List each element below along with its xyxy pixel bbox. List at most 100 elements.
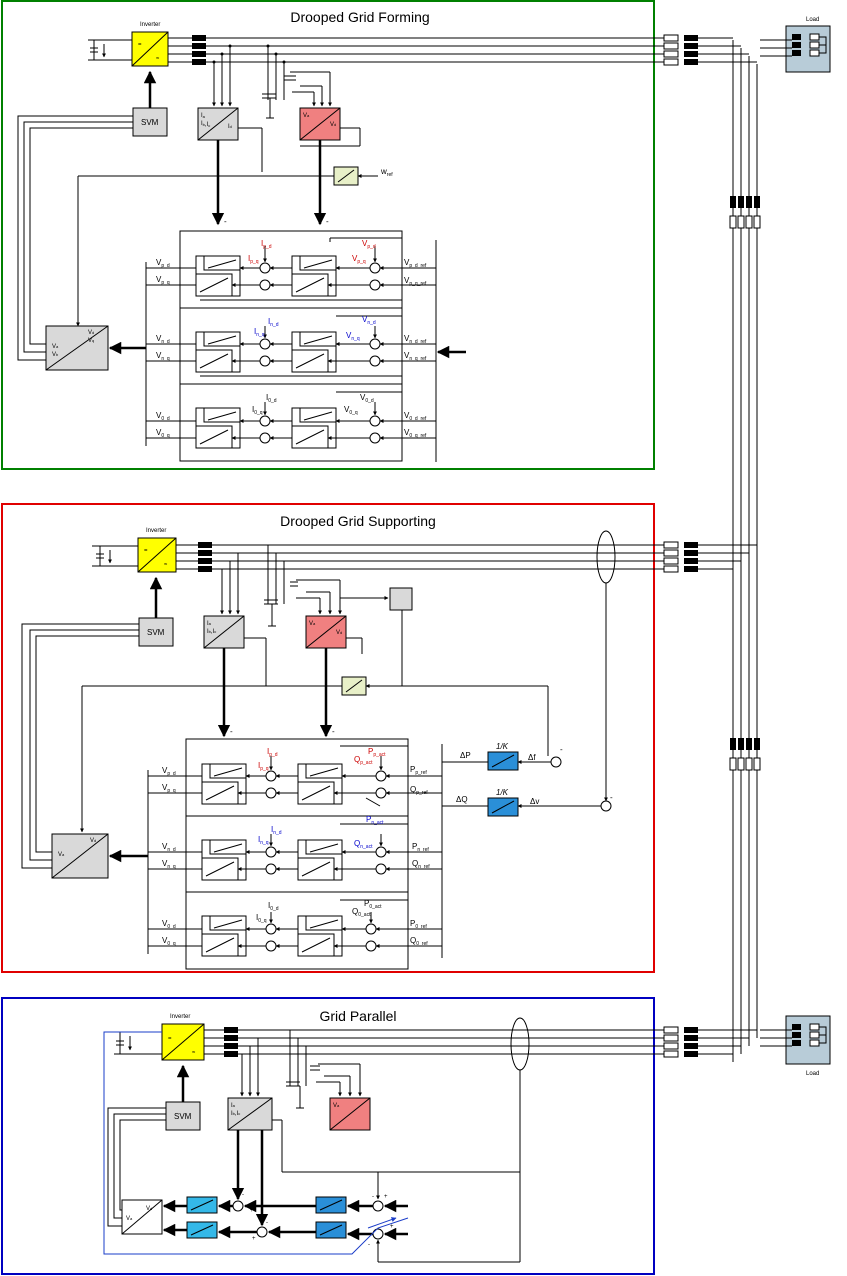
dc-capacitor-parallel [114,1031,162,1055]
svg-text:wref: wref [380,167,393,178]
negative-seq-supporting [148,823,442,881]
svg-text:V0_d: V0_d [360,393,374,404]
svg-text:Vb: Vb [52,352,59,358]
svg-text:Vp_q: Vp_q [156,275,170,286]
svg-text:Vp_d: Vp_d [156,258,170,269]
svg-text:Ia: Ia [231,1103,236,1109]
svg-text:Vd: Vd [146,1206,152,1212]
svg-text:-: - [368,1242,370,1248]
svg-text:Vp_d_ref: Vp_d_ref [404,258,427,269]
main-bus [729,40,761,1062]
svg-text:Δf: Δf [528,753,536,762]
svg-text:V0_d: V0_d [156,411,170,422]
svg-text:Ip_q: Ip_q [258,761,269,772]
svg-text:Va: Va [126,1216,133,1222]
svg-text:1/K: 1/K [496,742,509,751]
svg-text:In_d: In_d [271,825,282,836]
svg-text:SVM: SVM [147,628,165,637]
svg-text:Vd: Vd [336,630,342,636]
svg-text:-: - [372,1194,374,1200]
panel-title-forming: Drooped Grid Forming [290,9,429,25]
svg-text:-: - [224,217,227,226]
svg-text:P0_act: P0_act [364,899,382,910]
svg-text:Inverter: Inverter [140,22,160,28]
svg-text:Pp_act: Pp_act [368,747,386,758]
svg-text:V0_q: V0_q [344,405,358,416]
feeder-breakers-mid [729,738,761,771]
svg-text:In_q: In_q [258,835,269,846]
dc-capacitor-supporting [92,545,138,567]
panel-title-supporting: Drooped Grid Supporting [280,513,436,529]
svg-text:SVM: SVM [174,1112,192,1121]
svg-text:Ia: Ia [207,621,212,627]
feeder-breakers-top [729,196,761,229]
svg-text:I0_q: I0_q [256,913,267,924]
svg-text:Ip_d: Ip_d [267,747,278,758]
svg-text:Vp_q: Vp_q [162,783,176,794]
svg-text:-: - [610,793,613,802]
svg-text:=: = [144,548,148,554]
svg-text:Vq: Vq [88,338,94,344]
svg-text:Vn_d: Vn_d [162,842,176,853]
svg-text:=: = [168,1036,172,1042]
svg-text:-: - [230,727,233,736]
svg-text:V0_d_ref: V0_d_ref [404,411,427,422]
svg-text:V0_q: V0_q [162,936,176,947]
svm-parallel [165,1101,201,1131]
svg-text:Vn_q_ref: Vn_q_ref [404,351,427,362]
power-calc-supporting [389,587,413,611]
svg-text:Ip_q: Ip_q [248,254,259,265]
svg-text:I0_d: I0_d [268,901,279,912]
svg-text:P0_ref: P0_ref [410,919,427,930]
svg-text:Va: Va [58,852,65,858]
svg-text:Va: Va [303,113,310,119]
svg-text:Q0_act: Q0_act [352,907,371,918]
svg-text:Vp_d: Vp_d [162,766,176,777]
svm-forming [132,107,168,137]
svg-text:Load: Load [806,1071,819,1077]
svg-text:Vn_q: Vn_q [346,331,360,342]
svg-text:Vn_d: Vn_d [156,334,170,345]
svg-text:Inverter: Inverter [146,528,166,534]
svg-text:In_d: In_d [268,317,279,328]
svg-text:Pn_act: Pn_act [366,815,384,826]
dc-capacitor-forming [88,39,132,61]
svg-text:Vd: Vd [90,838,96,844]
svg-text:Vn_q: Vn_q [156,351,170,362]
phase-lines-parallel [204,1017,757,1071]
svg-text:Qp_act: Qp_act [354,755,373,766]
svg-text:Va: Va [333,1103,340,1109]
svg-text:Vn_d: Vn_d [362,315,376,326]
svg-text:V0_q_ref: V0_q_ref [404,428,427,439]
svg-text:In_q: In_q [254,327,265,338]
zero-seq-forming [146,391,436,449]
svg-text:Pp_ref: Pp_ref [410,765,427,776]
svg-text:Qn_ref: Qn_ref [412,859,430,870]
svg-text:1/K: 1/K [496,788,509,797]
svg-text:-: - [242,1192,244,1198]
svg-text:Ip_d: Ip_d [261,239,272,250]
svg-text:≈: ≈ [164,562,168,568]
svg-text:≈: ≈ [156,56,160,62]
svg-text:I0_d: I0_d [266,393,277,404]
svg-text:Ib,Ic: Ib,Ic [207,629,216,635]
svg-text:Load: Load [806,17,819,23]
phase-lines-supporting [176,530,757,584]
svg-text:-: - [332,727,335,736]
svg-text:Vp_d: Vp_d [362,239,376,250]
svg-text:-: - [326,217,329,226]
svg-text:ΔP: ΔP [460,751,471,760]
svg-text:+: + [384,1194,388,1200]
svg-text:V0_d: V0_d [162,919,176,930]
svg-text:Qp_ref: Qp_ref [410,785,428,796]
svg-text:+: + [390,1224,394,1230]
svg-text:Ib,Ic: Ib,Ic [231,1111,240,1117]
svg-text:+: + [250,1208,254,1214]
svg-text:≈: ≈ [192,1050,196,1056]
zero-seq-supporting [148,899,442,957]
svg-text:=: = [138,42,142,48]
svg-text:Δv: Δv [530,797,539,806]
svg-text:Vd: Vd [88,330,94,336]
positive-seq-forming [146,237,436,301]
